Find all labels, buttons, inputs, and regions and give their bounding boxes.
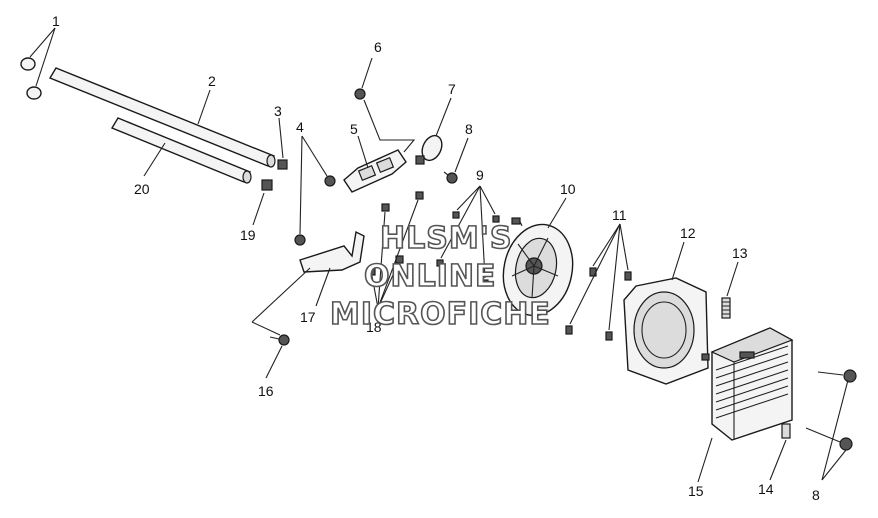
- part-17-bracket: [251, 230, 365, 323]
- part-9-grommets: [436, 185, 500, 287]
- callout-19: 19: [240, 227, 256, 243]
- part-6-bolt: [354, 57, 416, 153]
- callout-2: 2: [208, 73, 216, 89]
- callout-5: 5: [350, 121, 358, 137]
- part-11-clips: [565, 223, 632, 341]
- part-4-nuts: [294, 135, 336, 246]
- part-3-fitting: [277, 117, 288, 170]
- callout-11: 11: [612, 207, 627, 223]
- callout-18: 18: [366, 319, 382, 335]
- part-5-bracket: [343, 135, 407, 193]
- part-10-fan: [502, 197, 574, 317]
- part-18-bolts: [367, 191, 424, 309]
- part-15-radiator: [697, 327, 794, 483]
- callout-6: 6: [374, 39, 382, 55]
- callout-13: 13: [732, 245, 748, 261]
- part-16-bolt: [251, 321, 290, 379]
- part-8-screws-lower: [805, 369, 857, 481]
- callout-7: 7: [448, 81, 456, 97]
- watermark-line-2: ONLINE: [364, 259, 497, 294]
- callout-14: 14: [758, 481, 774, 497]
- watermark-line-3: MICROFICHE: [330, 297, 551, 332]
- callout-15: 15: [688, 483, 704, 499]
- callout-16: 16: [258, 383, 274, 399]
- callout-4: 4: [296, 119, 304, 135]
- part-20-hose: [110, 117, 252, 184]
- callout-12: 12: [680, 225, 696, 241]
- callout-17: 17: [300, 309, 316, 325]
- callout-8-upper: 8: [465, 121, 473, 137]
- part-7-cap: [415, 97, 452, 165]
- part-1-clamps: [20, 27, 56, 100]
- callout-9: 9: [476, 167, 484, 183]
- part-2-hose: [48, 67, 276, 168]
- callout-1: 1: [52, 13, 60, 29]
- callout-8-lower: 8: [812, 487, 820, 503]
- callout-3: 3: [274, 103, 282, 119]
- part-8-screw-upper: [443, 137, 469, 184]
- callout-20: 20: [134, 181, 150, 197]
- part-12-shroud: [623, 241, 709, 385]
- part-19-fitting: [252, 179, 273, 226]
- part-13-spring: [721, 261, 739, 319]
- watermark-line-1: HLSM'S: [380, 221, 512, 256]
- part-14-fitting: [769, 423, 791, 481]
- callout-10: 10: [560, 181, 576, 197]
